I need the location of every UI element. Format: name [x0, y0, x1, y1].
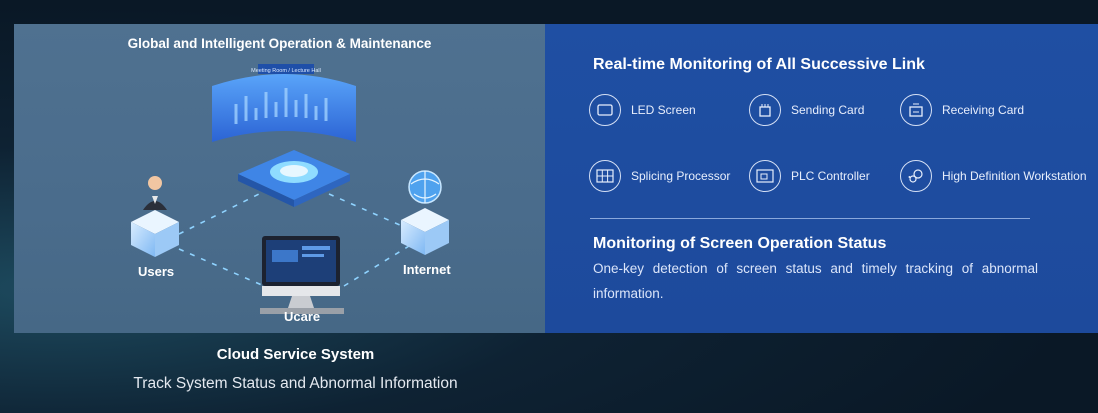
screen-caption: Meeting Room / Lecture Hall — [251, 68, 321, 74]
monitor-item-receiving-card: Receiving Card — [900, 93, 1024, 127]
monitor-item-led-screen: LED Screen — [589, 93, 696, 127]
monitor-item-label: Splicing Processor — [631, 169, 731, 183]
cloud-diagram: Meeting Room / Lecture Hall — [131, 64, 449, 314]
central-hub — [238, 150, 350, 207]
monitor-item-plc-controller: PLC Controller — [749, 159, 870, 193]
users-label: Users — [138, 264, 175, 279]
footer-subtitle: Track System Status and Abnormal Informa… — [133, 375, 458, 392]
monitor-item-label: LED Screen — [631, 103, 696, 117]
status-title: Monitoring of Screen Operation Status — [593, 235, 887, 252]
led-screen-icon — [589, 94, 621, 126]
internet-label: Internet — [403, 262, 451, 277]
diagram-title: Global and Intelligent Operation & Maint… — [127, 36, 432, 51]
monitoring-title: Real-time Monitoring of All Successive L… — [593, 56, 925, 73]
status-description: One-key detection of screen status and t… — [593, 261, 1038, 301]
ucare-monitor — [260, 236, 344, 314]
users-node — [131, 176, 179, 257]
connection-lines — [178, 193, 410, 287]
monitoring-panel: Real-time Monitoring of All Successive L… — [545, 24, 1098, 333]
footer-title: Cloud Service System — [216, 346, 375, 363]
plc-controller-icon — [749, 160, 781, 192]
monitor-item-label: Receiving Card — [942, 103, 1025, 117]
sending-card-icon — [749, 94, 781, 126]
internet-node — [401, 170, 449, 255]
receiving-card-icon — [900, 94, 932, 126]
monitor-item-splicing-processor: Splicing Processor — [589, 159, 730, 193]
monitor-item-label: Sending Card — [791, 103, 865, 117]
monitor-item-label: High Definition Workstation — [942, 169, 1087, 183]
section-divider — [590, 218, 1030, 219]
monitor-item-sending-card: Sending Card — [749, 93, 864, 127]
monitor-item-label: PLC Controller — [791, 169, 870, 183]
curved-led-screen: Meeting Room / Lecture Hall — [212, 64, 356, 142]
monitor-item-workstation: High Definition Workstation — [900, 159, 1087, 193]
splicing-processor-icon — [589, 160, 621, 192]
ucare-label: Ucare — [284, 309, 321, 324]
workstation-icon — [900, 160, 932, 192]
cloud-diagram-panel: Global and Intelligent Operation & Maint… — [14, 24, 545, 333]
